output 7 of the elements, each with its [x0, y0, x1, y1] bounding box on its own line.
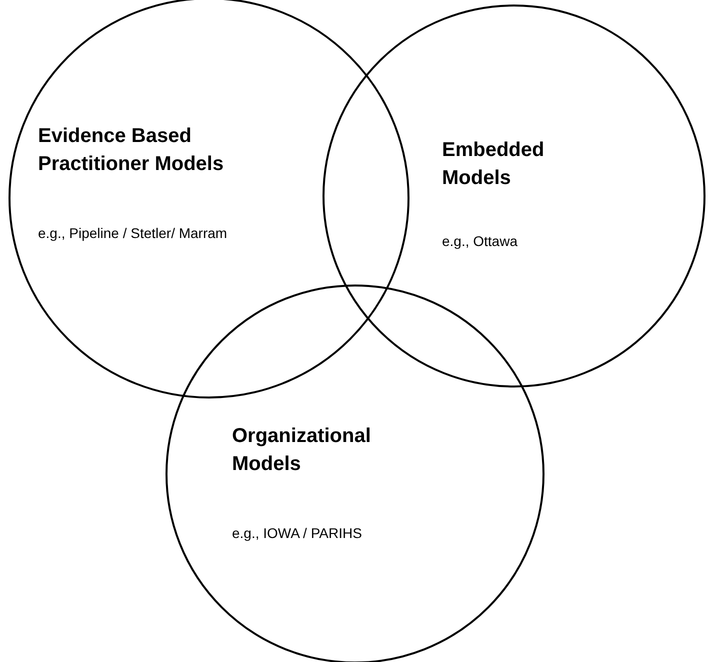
example-text: e.g., IOWA / PARIHS: [232, 524, 363, 543]
example-text: e.g., Ottawa: [442, 232, 518, 251]
circle-heading: Evidence Based Practitioner Models: [38, 124, 225, 177]
venn-circle: [322, 4, 706, 388]
example-text: e.g., Pipeline / Stetler/ Marram: [38, 224, 228, 243]
circle-heading: Organizational Models: [232, 424, 372, 477]
circle-heading: Embedded Models: [442, 138, 546, 191]
